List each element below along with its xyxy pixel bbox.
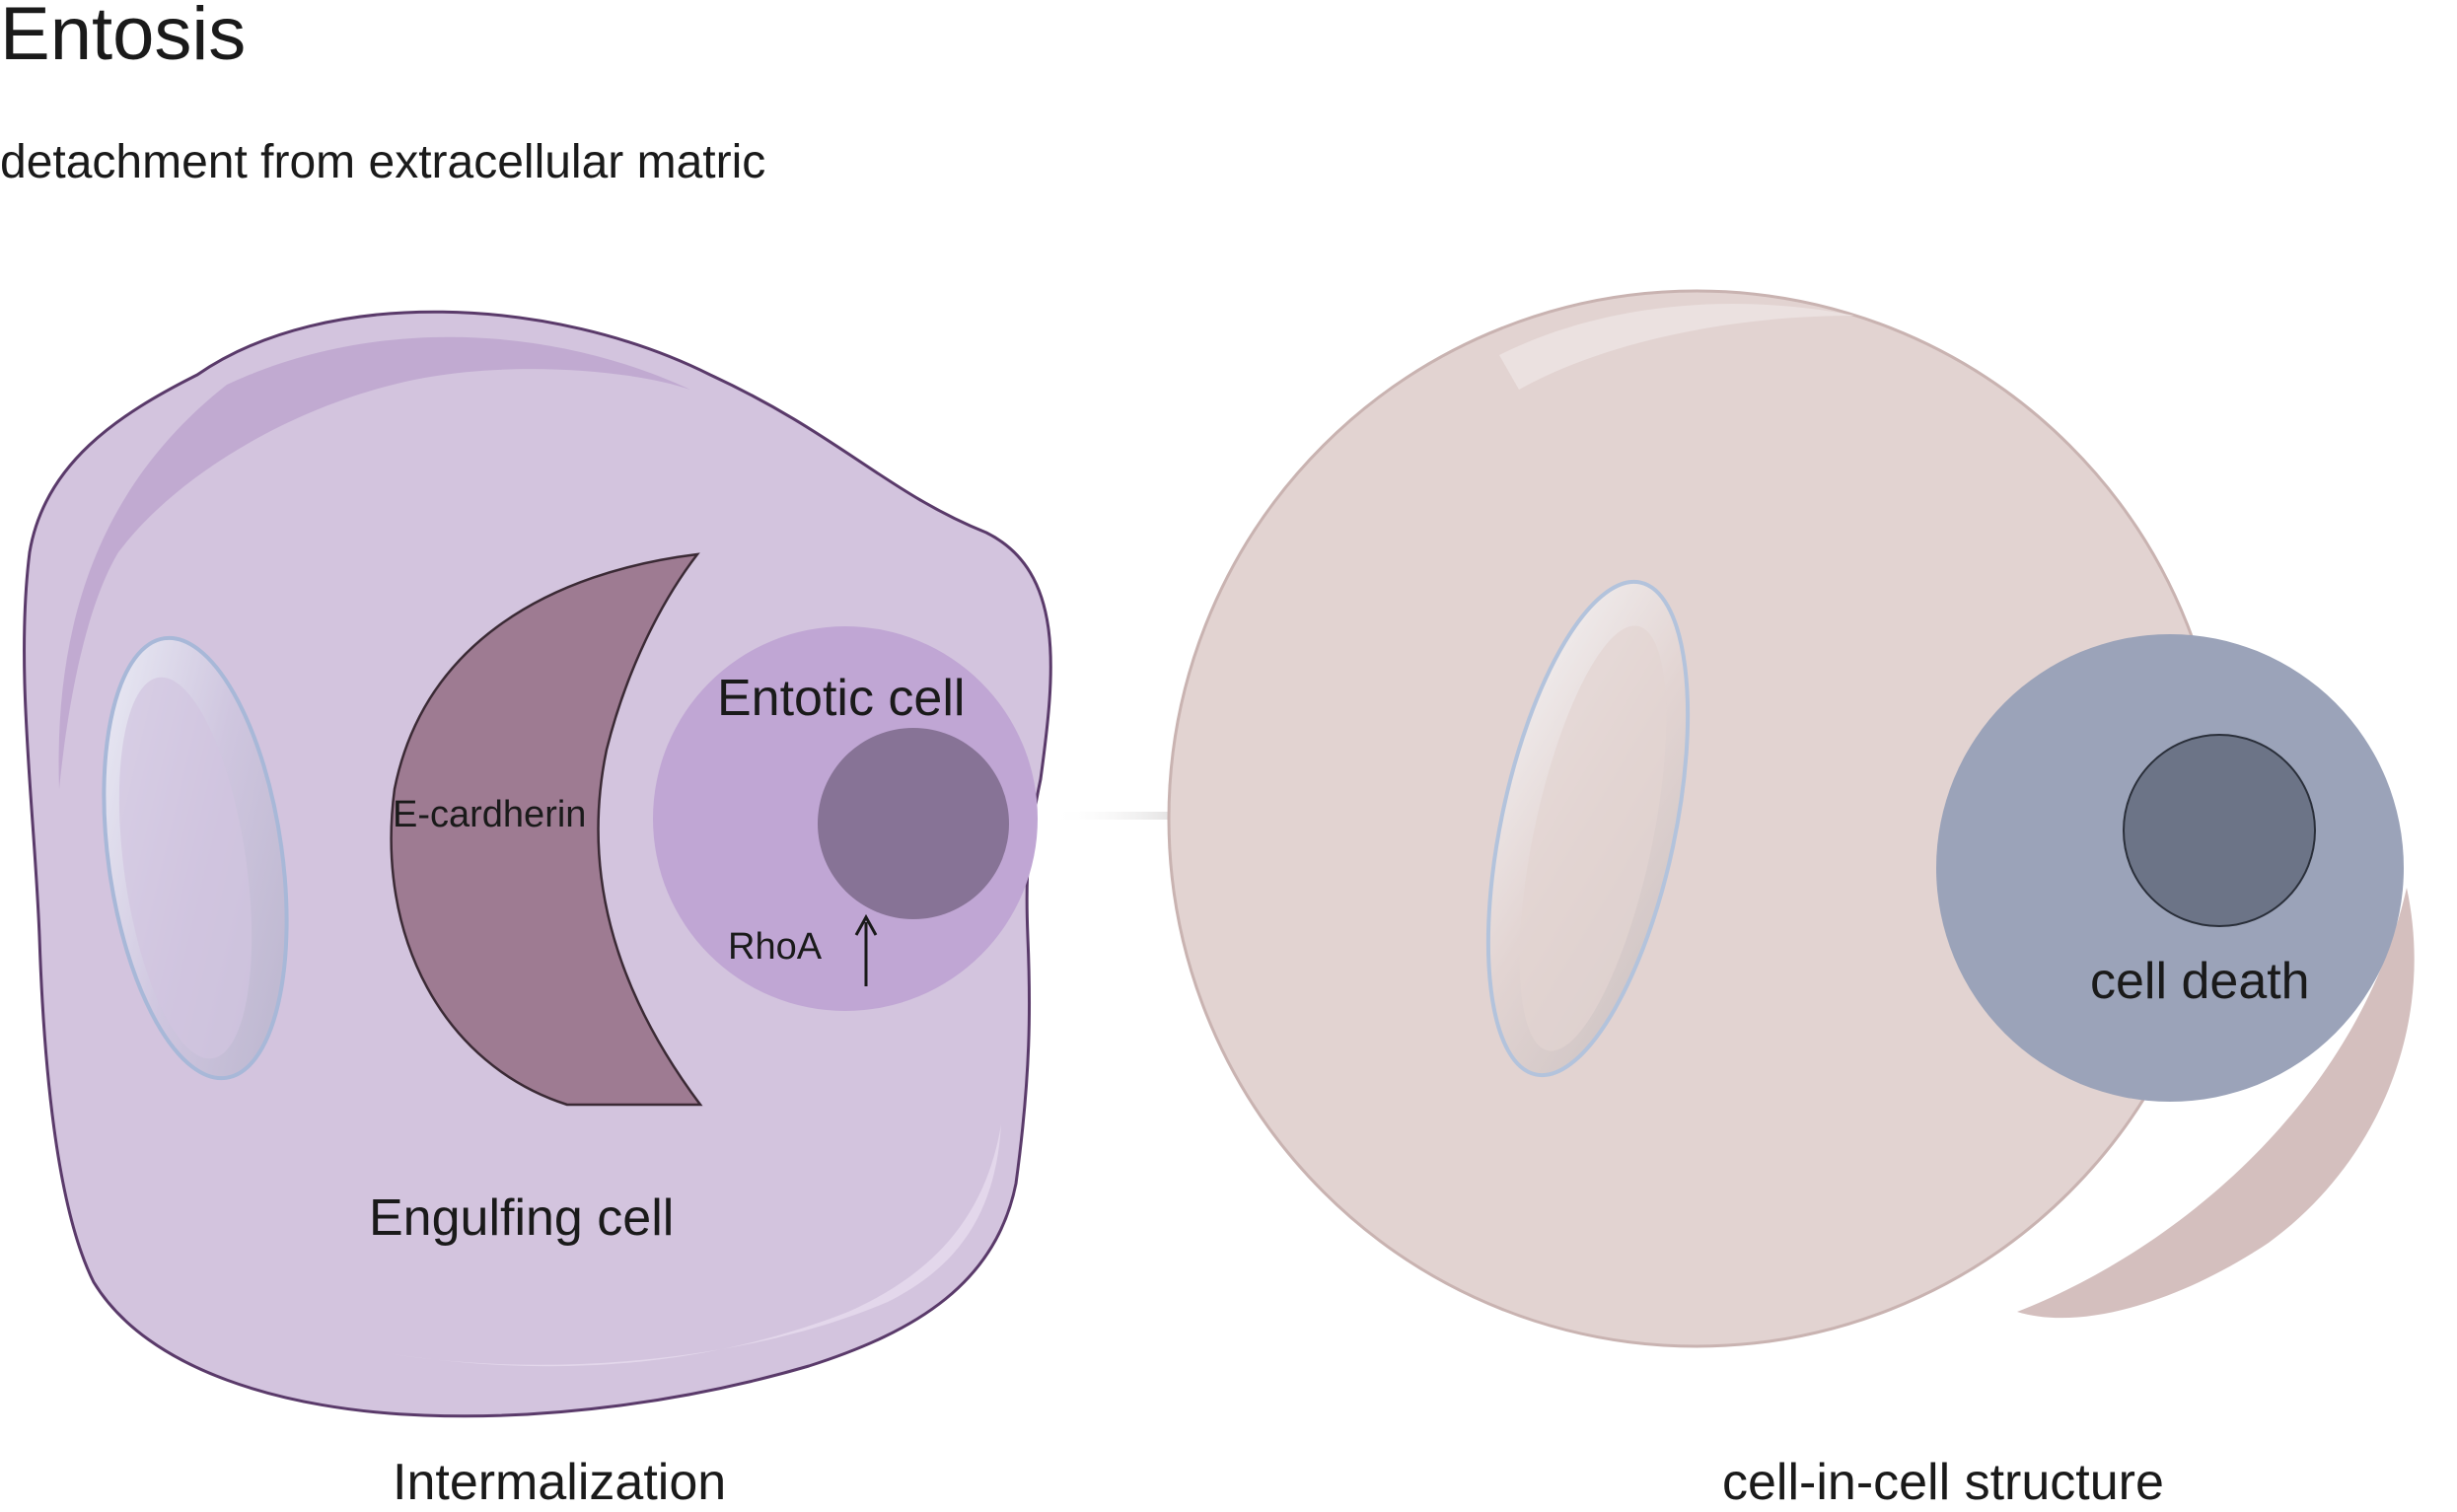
engulfing-cell-shadow: [58, 336, 690, 789]
entotic-nucleus: [818, 728, 1009, 919]
entotic-cell-label: Entotic cell: [717, 670, 965, 727]
engulfing-cell-label: Engulfing cell: [369, 1189, 674, 1247]
right-caption: cell-in-cell structure: [1722, 1454, 2164, 1511]
cell-death-label: cell death: [2090, 953, 2310, 1010]
up-arrow-icon: [854, 913, 878, 986]
e-cadherin-crescent: [390, 552, 703, 1107]
page-title: Entosis: [0, 0, 246, 76]
left-caption: Intermalization: [393, 1454, 726, 1511]
host-cell: cell death: [1167, 289, 2415, 1348]
vacuole-left: [102, 635, 289, 1081]
host-cell-highlight: [1499, 304, 1854, 390]
vacuole-right: [1485, 579, 1691, 1078]
subtitle: detachment from extracellular matric: [0, 136, 765, 188]
host-cell-shadow: [2017, 888, 2415, 1319]
rhoa-label: RhoA: [728, 926, 823, 968]
e-cadherin-label: E-cardherin: [393, 794, 586, 835]
dying-nucleus: [2123, 734, 2316, 927]
engulfing-cell: E-cardherin Entotic cell RhoA Engulfing …: [23, 310, 1052, 1418]
